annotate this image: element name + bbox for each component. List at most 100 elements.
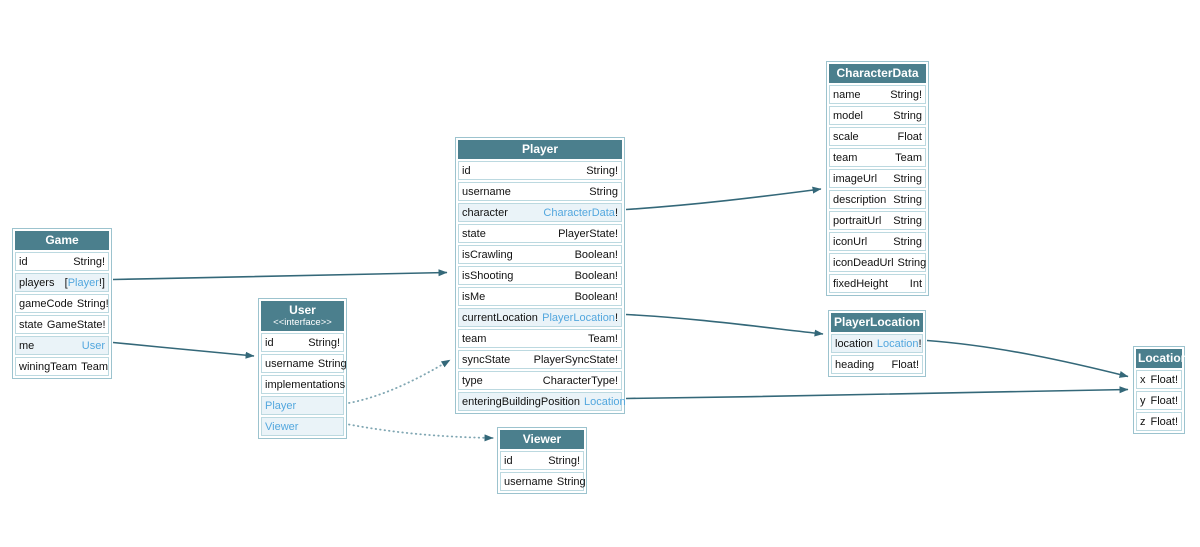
- field-type[interactable]: Location: [584, 396, 626, 408]
- section-text: implementations: [265, 378, 346, 391]
- field-name: enteringBuildingPosition: [462, 395, 581, 408]
- field-name: y: [1140, 394, 1146, 407]
- field-type[interactable]: Location!: [876, 337, 922, 350]
- edge-Player.character-to-CharacterData: [625, 186, 822, 211]
- edge-Player.currentLocation-to-PlayerLocation: [625, 313, 824, 337]
- type-link-Location[interactable]: Location: [584, 395, 626, 408]
- implementation-row-Viewer[interactable]: Viewer: [261, 417, 344, 436]
- node-title: User: [289, 303, 316, 317]
- field-row-heading[interactable]: heading Float!: [831, 355, 923, 374]
- field-row-name[interactable]: name String!: [829, 85, 926, 104]
- type-link-Viewer[interactable]: Viewer: [265, 420, 299, 433]
- field-row-state[interactable]: state PlayerState!: [458, 224, 622, 243]
- field-row-id[interactable]: id String!: [500, 451, 584, 470]
- field-name: id: [504, 454, 513, 467]
- node-header-viewer[interactable]: Viewer: [500, 430, 584, 449]
- type-link-PlayerLocation[interactable]: PlayerLocation: [542, 311, 615, 324]
- field-type[interactable]: PlayerLocation!: [542, 311, 618, 324]
- field-type: String!: [548, 454, 580, 467]
- field-type: Float!: [891, 358, 919, 371]
- field-type: String!: [890, 88, 922, 101]
- node-header-user[interactable]: User <<interface>>: [261, 301, 344, 331]
- node-title: PlayerLocation: [833, 315, 921, 329]
- field-type[interactable]: [Player!]: [64, 276, 105, 289]
- field-type: String: [893, 214, 922, 227]
- field-name: heading: [835, 358, 875, 371]
- field-type[interactable]: User: [82, 340, 105, 352]
- field-type[interactable]: CharacterData!: [543, 206, 618, 219]
- field-row-players[interactable]: players [Player!]: [15, 273, 109, 292]
- node-header-player[interactable]: Player: [458, 140, 622, 159]
- node-header-characterdata[interactable]: CharacterData: [829, 64, 926, 83]
- field-name: state: [462, 227, 486, 240]
- field-name: model: [833, 109, 863, 122]
- field-row-me[interactable]: me User: [15, 336, 109, 355]
- implementation-row-Player[interactable]: Player: [261, 396, 344, 415]
- field-name: name: [833, 88, 861, 101]
- node-header-location[interactable]: Location: [1136, 349, 1188, 368]
- field-name: type: [462, 374, 483, 387]
- field-name: location: [835, 337, 873, 350]
- node-header-game[interactable]: Game: [15, 231, 109, 250]
- field-name: me: [19, 339, 35, 352]
- node-header-playerlocation[interactable]: PlayerLocation: [831, 313, 923, 332]
- field-name: players: [19, 276, 55, 289]
- edge-Game.players-to-Player: [112, 269, 448, 281]
- field-name: x: [1140, 373, 1146, 386]
- field-name: scale: [833, 130, 859, 143]
- field-name: id: [462, 164, 471, 177]
- type-link-CharacterData[interactable]: CharacterData: [543, 206, 615, 219]
- field-name: winingTeam: [19, 360, 78, 373]
- field-name: state: [19, 318, 43, 331]
- node-title: CharacterData: [836, 66, 919, 80]
- type-link-Player[interactable]: Player: [67, 276, 99, 289]
- field-type: Team: [895, 151, 922, 164]
- type-link-Player[interactable]: Player: [265, 399, 297, 412]
- field-type: PlayerState!: [558, 227, 618, 240]
- type-link-Location[interactable]: Location: [876, 337, 919, 350]
- type-link-User[interactable]: User: [81, 339, 105, 352]
